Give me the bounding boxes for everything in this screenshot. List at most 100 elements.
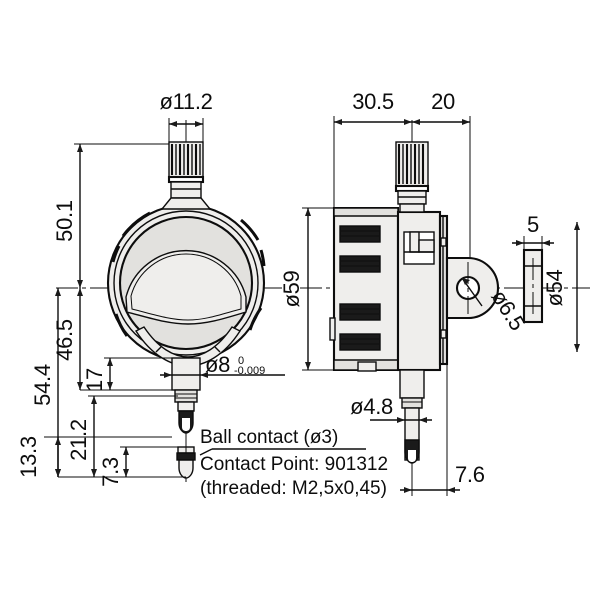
stem-lower [177,401,195,412]
vent-rib-3 [339,303,381,321]
cap-knurl-body [168,141,204,178]
stem-collar [174,389,198,403]
mechanism-block-2 [418,239,435,253]
dial-window-inner [130,253,242,321]
side-cap-collar [394,184,430,193]
side-view-dimensions: 30.5 20 ø59 ø6.5 5 [279,89,580,496]
dim-spindle-tol-upper: 0 [238,355,244,367]
front-view-geometry [56,120,282,482]
back-plate-notch-top [440,237,447,247]
case-side-notch [329,317,336,341]
dim-height-to-cap-top: 50.1 [52,200,77,242]
vent-rib-4 [339,333,381,351]
ball-contact-upper-highlight [182,418,190,431]
side-view-geometry [300,120,590,482]
note-contact-point: Contact Point: 901312 [200,454,388,475]
dim-back-diameter: ø54 [542,269,567,306]
arrow-54-top [574,222,580,230]
arrow-spindle-right [200,372,208,378]
cap-knurl-lines [170,144,201,175]
arrow-4-8-right [419,417,427,423]
side-contact-tip-highlight [408,450,416,462]
arrow-7-3-top [123,447,129,455]
arrow-cap-left [169,121,177,127]
crescent-tick-left [155,346,162,353]
arrow-mount-hole [462,278,470,285]
case-vent-ribs [339,225,381,351]
arrow-21-2-top [91,396,97,404]
dim-plunger-diameter: ø4.8 [350,394,393,419]
bezel-shade-4 [259,249,266,267]
stem-upper [171,357,201,391]
vent-rib-2 [339,255,381,273]
arrow-4-8-left [397,417,405,423]
dim-stem-17: 17 [82,368,107,392]
front-view-dimensions: ø11.2 50.1 46.5 54.4 17 [16,89,366,487]
dim-stem-21-2: 21.2 [66,419,91,461]
dim-bezel-diameter: ø59 [279,270,304,307]
dim-overall-lower: 54.4 [30,364,55,406]
arrow-21-2-bottom [91,469,97,477]
arrow-17-top [107,358,113,366]
case-bottom-tab [357,361,377,372]
dim-depth-rear: 20 [431,89,455,114]
dim-lug-thickness: 5 [527,212,539,237]
note-ball-contact: Ball contact (ø3) [200,427,338,448]
side-stem-collar [401,397,423,409]
arrow-7-6-left [404,487,412,493]
crescent-tick-right [214,346,221,353]
arrow-30-5-left [334,119,342,125]
front-view-notes: Ball contact (ø3) Contact Point: 901312 … [200,427,388,499]
arrow-cap-right [195,121,203,127]
dim-tip-13-3: 13.3 [16,436,41,478]
arrow-7-6-right [447,487,455,493]
arrow-46-5-top [77,288,83,296]
dim-cap-diameter: ø11.2 [159,89,212,114]
dim-tip-offset: 7.6 [455,462,485,487]
arrow-59-top [305,208,311,216]
side-stem-upper [399,369,425,399]
arrow-20-right [462,119,470,125]
arrow-spindle-left [164,372,172,378]
leader-contact-point [199,448,213,456]
bezel-shade-1 [121,211,151,237]
dim-depth-front: 30.5 [352,89,394,114]
dim-spindle-tol-lower: -0.009 [234,365,265,377]
arrow-54-bottom [574,344,580,352]
contact-point-thread [176,452,196,461]
side-cap-base [399,203,425,213]
arrow-54-4-top [55,288,61,296]
dim-spindle-diameter: ø8 [205,352,230,377]
side-cap-knurl-lines [397,144,425,184]
arrow-5-left [516,240,524,246]
bezel-shade-2 [111,245,121,263]
bezel-shade-3 [240,218,260,241]
arrow-30-5-right [404,119,412,125]
case-top-rim [333,207,399,217]
arrow-5-right [542,240,550,246]
arrow-59-bottom [305,362,311,370]
cap-collar [167,175,205,184]
arrow-46-5-bottom [77,382,83,390]
arrow-20-left [412,119,420,125]
arrow-7-3-bottom [123,469,129,477]
contact-point-ball [178,459,194,479]
dim-body-lower: 46.5 [52,319,77,361]
note-thread: (threaded: M2,5x0,45) [200,478,387,499]
arrow-50-1-bottom [77,280,83,288]
arrow-17-bottom [107,382,113,390]
arrow-50-1-top [77,144,83,152]
dial-window [125,250,247,325]
bezel-shade-6 [248,307,263,331]
cap-base-flare [160,197,212,210]
back-plate-notch-bottom [440,329,447,339]
arrow-13-3-bottom [55,469,61,477]
bezel-shade-5 [114,313,129,337]
vent-rib-1 [339,225,381,243]
bezel-inner-ring [113,210,259,356]
mechanism-block-1 [409,231,420,253]
cap-neck [170,181,202,199]
dim-tip-7-3: 7.3 [98,457,123,487]
